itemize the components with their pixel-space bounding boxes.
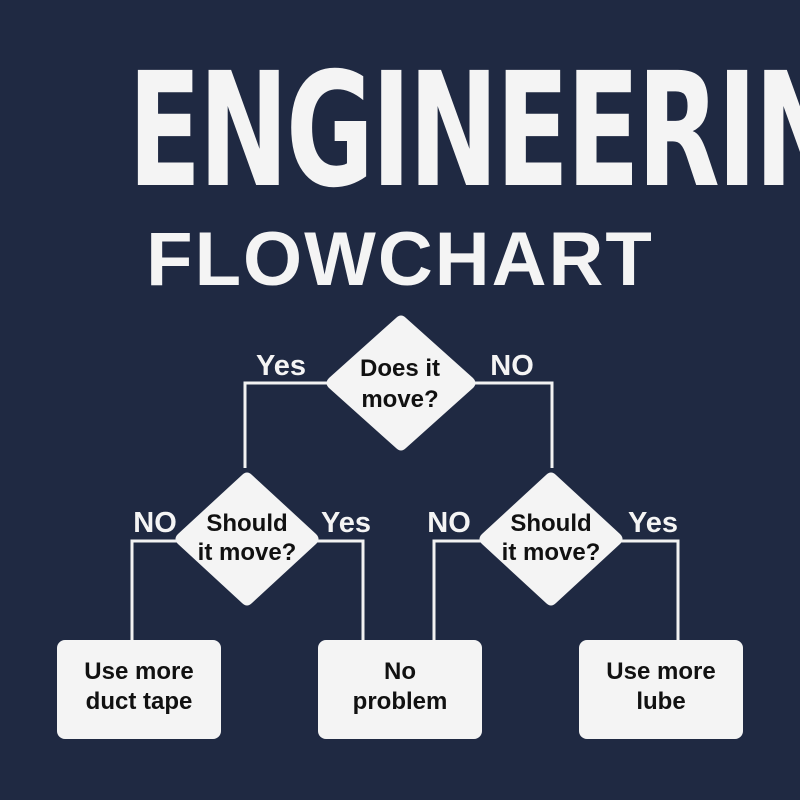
right-yes-connector [615,539,680,640]
left-no-connector [130,539,185,640]
root-no-label: NO [490,350,534,382]
right-yes-label: Yes [628,507,678,539]
left-yes-label: Yes [321,507,371,539]
outcome-no-problem-box [318,640,482,739]
outcome-duct-tape-box [57,640,221,739]
left-yes-connector [310,539,365,640]
left-question-line2: it move? [198,539,297,566]
right-no-label: NO [427,507,471,539]
left-question-line1: Should [206,510,287,537]
outcome-no-problem-line2: problem [353,688,448,715]
left-no-label: NO [133,507,177,539]
root-yes-connector [243,381,335,468]
right-no-connector [432,539,490,640]
right-question-line2: it move? [502,539,601,566]
outcome-lube-line2: lube [636,688,685,715]
root-question-line1: Does it [360,355,440,382]
outcome-no-problem-line1: No [384,658,416,685]
root-question-line2: move? [361,386,438,413]
right-decision-diamond [479,472,623,606]
root-yes-label: Yes [256,350,306,382]
right-question-line1: Should [510,510,591,537]
outcome-duct-tape-line1: Use more [84,658,193,685]
left-decision-diamond [175,472,319,606]
outcome-duct-tape-line2: duct tape [86,688,193,715]
root-no-connector [475,381,554,468]
outcome-lube-line1: Use more [606,658,715,685]
subtitle: FLOWCHART [146,217,654,302]
root-decision-diamond [326,315,476,451]
outcome-lube-box [579,640,743,739]
